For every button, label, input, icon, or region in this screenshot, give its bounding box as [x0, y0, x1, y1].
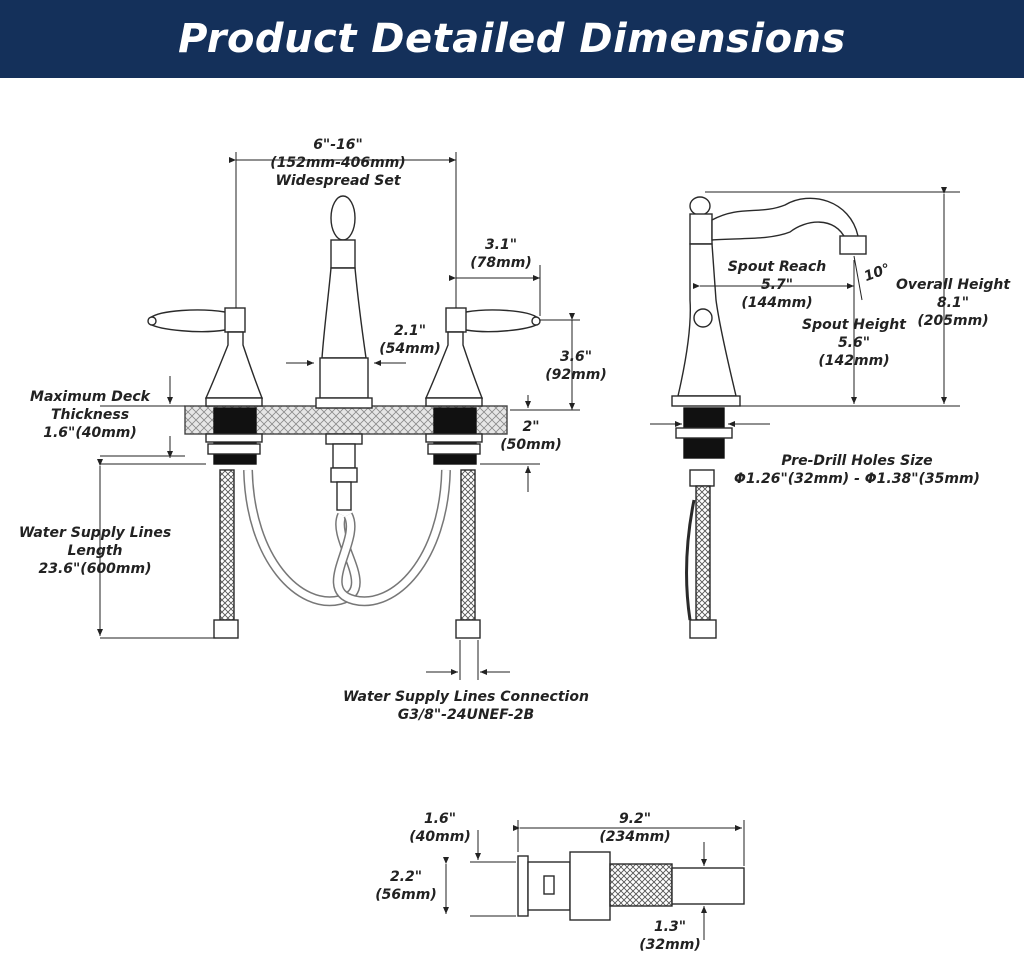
- connection-label: Water Supply Lines Connection G3/8"-24UN…: [330, 688, 602, 724]
- spout-height-label: Spout Height 5.6" (142mm): [800, 316, 908, 370]
- handle-reach-label: 3.1" (78mm): [462, 236, 540, 272]
- spout-base-mm: (54mm): [379, 341, 441, 357]
- tail-dia-mm: (32mm): [639, 937, 701, 953]
- supply-length-caption2: Length: [67, 543, 123, 559]
- right-handle-valve: [424, 307, 541, 465]
- spout-height-mm: (142mm): [818, 353, 890, 369]
- spout-height-inch: 5.6": [837, 335, 871, 351]
- tail-dia-inch: 1.3": [653, 919, 687, 935]
- shank-inch: 2": [522, 419, 540, 435]
- supply-length-value: 23.6"(600mm): [38, 561, 152, 577]
- handle-reach-mm: (78mm): [470, 255, 532, 271]
- overall-height-label: Overall Height 8.1" (205mm): [890, 276, 1016, 330]
- deck-thickness-label: Maximum Deck Thickness 1.6"(40mm): [22, 388, 158, 442]
- overall-height-caption: Overall Height: [895, 277, 1011, 293]
- spout-reach-inch: 5.7": [760, 277, 794, 293]
- supply-lines: [213, 469, 481, 639]
- widespread-inch: 6"-16": [313, 137, 363, 153]
- flange-dia-inch: 2.2": [389, 869, 423, 885]
- pre-drill-caption: Pre-Drill Holes Size: [781, 453, 933, 469]
- tail-dia-label: 1.3" (32mm): [636, 918, 704, 954]
- supply-length-caption: Water Supply Lines: [18, 525, 172, 541]
- flange-dia-label: 2.2" (56mm): [374, 868, 438, 904]
- total-length-inch: 9.2": [618, 811, 652, 827]
- handle-height-label: 3.6" (92mm): [540, 348, 612, 384]
- drain-dimension-lines: [443, 820, 745, 940]
- drain-view: [443, 820, 745, 940]
- spout-reach-label: Spout Reach 5.7" (144mm): [722, 258, 832, 312]
- handle-height-mm: (92mm): [545, 367, 607, 383]
- handle-height-inch: 3.6": [559, 349, 593, 365]
- flange-dia-mm: (56mm): [375, 887, 437, 903]
- flange-height-inch: 1.6": [423, 811, 457, 827]
- center-spout: [315, 195, 373, 511]
- left-handle-valve: [147, 307, 264, 465]
- widespread-caption: Widespread Set: [275, 173, 401, 189]
- supply-length-label: Water Supply Lines Length 23.6"(600mm): [14, 524, 176, 578]
- overall-height-mm: (205mm): [917, 313, 989, 329]
- total-length-label: 9.2" (234mm): [596, 810, 674, 846]
- deck-thickness-caption2: Thickness: [50, 407, 130, 423]
- spout-reach-mm: (144mm): [741, 295, 813, 311]
- widespread-label: 6"-16" (152mm-406mm) Widespread Set: [268, 136, 408, 190]
- handle-reach-inch: 3.1": [484, 237, 518, 253]
- total-length-mm: (234mm): [599, 829, 671, 845]
- spout-base-inch: 2.1": [393, 323, 427, 339]
- shank-mm: (50mm): [500, 437, 562, 453]
- shank-label: 2" (50mm): [496, 418, 566, 454]
- side-dimension-lines: [650, 187, 960, 427]
- flange-height-mm: (40mm): [409, 829, 471, 845]
- spout-reach-caption: Spout Reach: [727, 259, 827, 275]
- spout-height-caption: Spout Height: [802, 317, 906, 333]
- pre-drill-label: Pre-Drill Holes Size Φ1.26"(32mm) - Φ1.3…: [722, 452, 992, 488]
- spout-base-label: 2.1" (54mm): [374, 322, 446, 358]
- deck-thickness-value: 1.6"(40mm): [43, 425, 137, 441]
- side-view: [650, 187, 960, 639]
- deck-thickness-caption: Maximum Deck: [30, 389, 150, 405]
- flange-height-label: 1.6" (40mm): [408, 810, 472, 846]
- connection-caption: Water Supply Lines Connection: [343, 689, 589, 705]
- widespread-mm: (152mm-406mm): [270, 155, 406, 171]
- header-banner: Product Detailed Dimensions: [0, 0, 1024, 78]
- overall-height-inch: 8.1": [936, 295, 970, 311]
- front-view: [97, 152, 580, 680]
- page-title: Product Detailed Dimensions: [178, 16, 846, 62]
- connection-thread: G3/8"-24UNEF-2B: [397, 707, 535, 723]
- pre-drill-value: Φ1.26"(32mm) - Φ1.38"(35mm): [734, 471, 980, 487]
- front-dimension-lines: [97, 152, 580, 680]
